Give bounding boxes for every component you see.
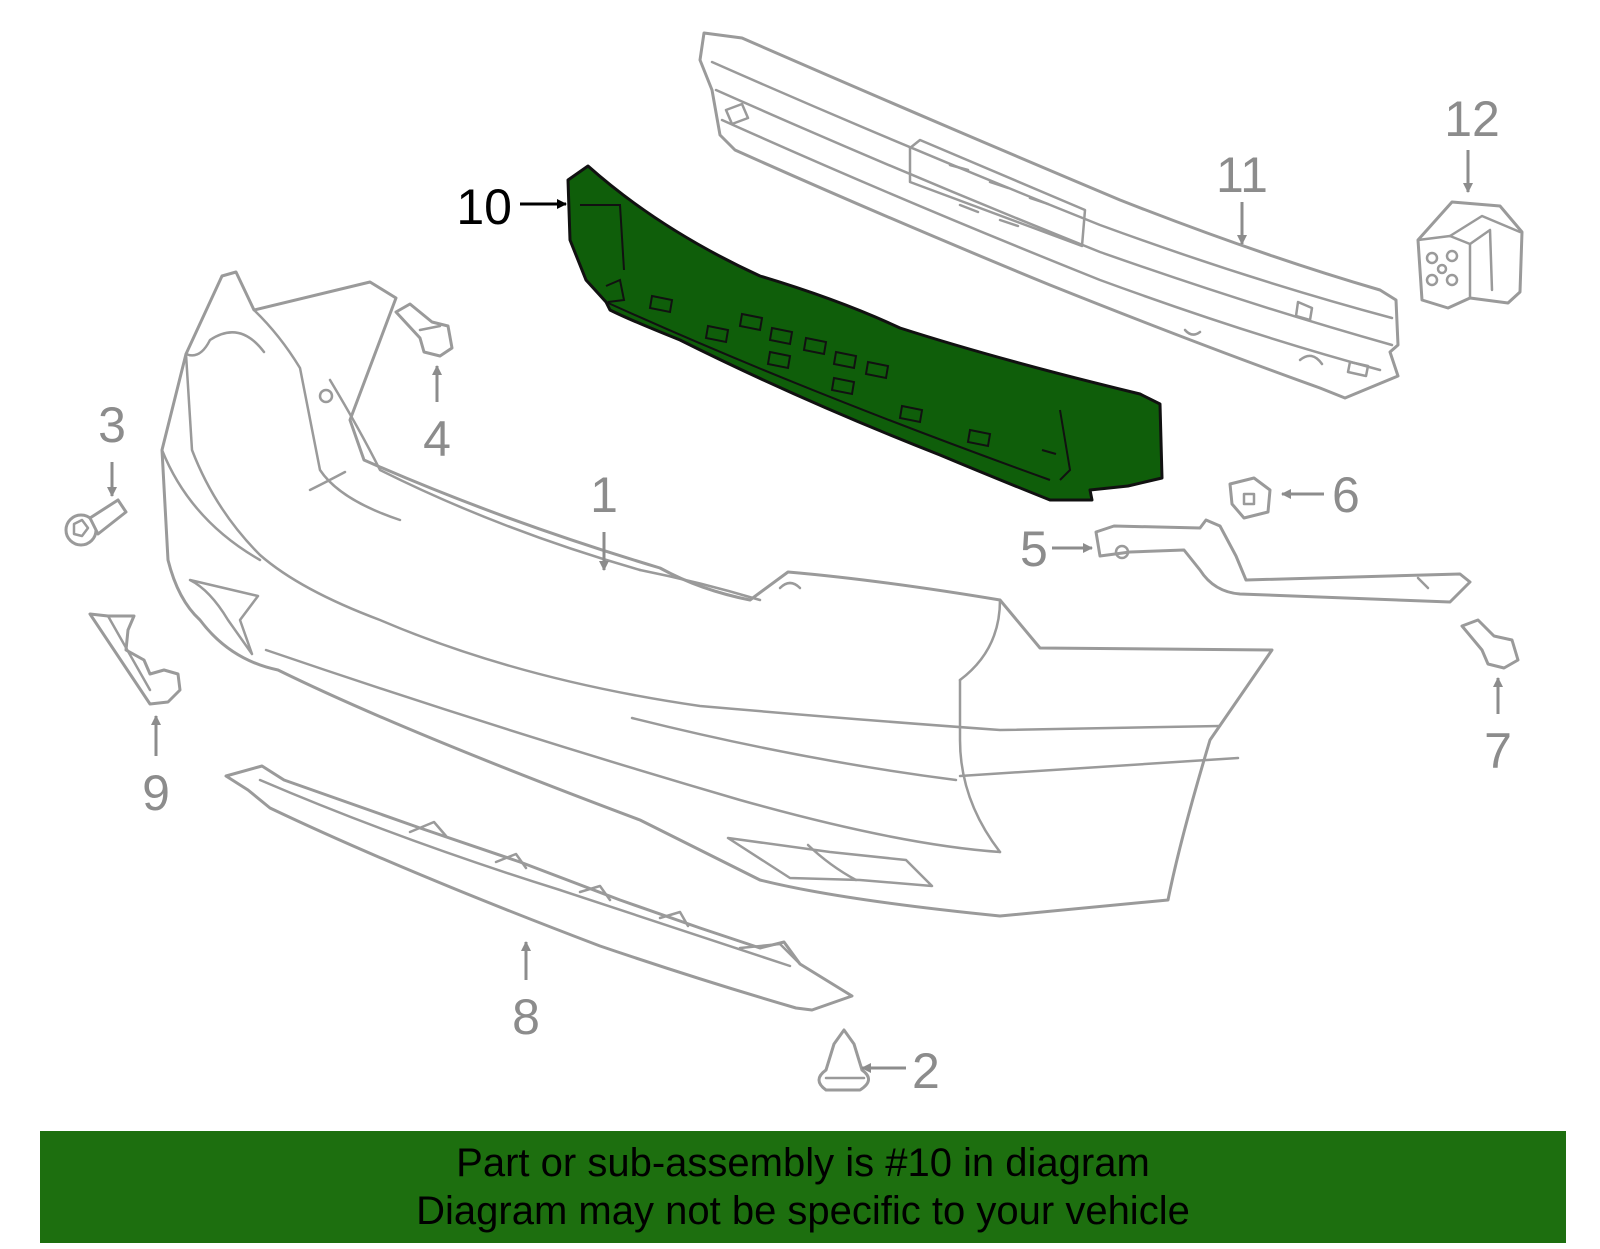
part-1-bumper-cover[interactable] — [160, 270, 1274, 918]
exploded-parts-diagram: 1 2 3 4 5 6 7 8 9 10 11 12 — [64, 31, 1524, 1099]
banner-line-1: Part or sub-assembly is #10 in diagram — [456, 1141, 1150, 1185]
callout-arrows — [107, 150, 1503, 1073]
part-2-push-clip[interactable] — [817, 1028, 870, 1092]
callout-9: 9 — [142, 765, 170, 821]
part-10-energy-absorber[interactable] — [566, 164, 1164, 502]
part-8-lower-trim[interactable] — [224, 764, 854, 1012]
callout-3: 3 — [98, 397, 126, 453]
part-3-screw[interactable] — [64, 498, 128, 547]
absorber-body — [566, 164, 1164, 502]
info-banner: Part or sub-assembly is #10 in diagram D… — [40, 1131, 1566, 1243]
callout-7: 7 — [1484, 723, 1512, 779]
callout-6: 6 — [1332, 467, 1360, 523]
callout-4: 4 — [423, 411, 451, 467]
callout-11: 11 — [1216, 147, 1268, 203]
callout-2: 2 — [912, 1043, 940, 1099]
part-12-bracket[interactable] — [1416, 200, 1524, 310]
part-5-side-bracket[interactable] — [1094, 518, 1472, 604]
part-9-lower-bracket[interactable] — [88, 612, 182, 706]
callout-12: 12 — [1444, 91, 1500, 147]
part-4-bolt[interactable] — [394, 302, 454, 358]
callout-8: 8 — [512, 989, 540, 1045]
callout-labels: 1 2 3 4 5 6 7 8 9 10 11 12 — [98, 91, 1512, 1099]
callout-1: 1 — [590, 467, 618, 523]
part-7-bolt[interactable] — [1460, 618, 1520, 670]
part-11-reinforcement-beam[interactable] — [698, 31, 1400, 400]
callout-5: 5 — [1020, 521, 1048, 577]
callout-10: 10 — [456, 179, 512, 235]
part-6-clip-nut[interactable] — [1228, 476, 1272, 520]
banner-line-2: Diagram may not be specific to your vehi… — [416, 1189, 1190, 1233]
